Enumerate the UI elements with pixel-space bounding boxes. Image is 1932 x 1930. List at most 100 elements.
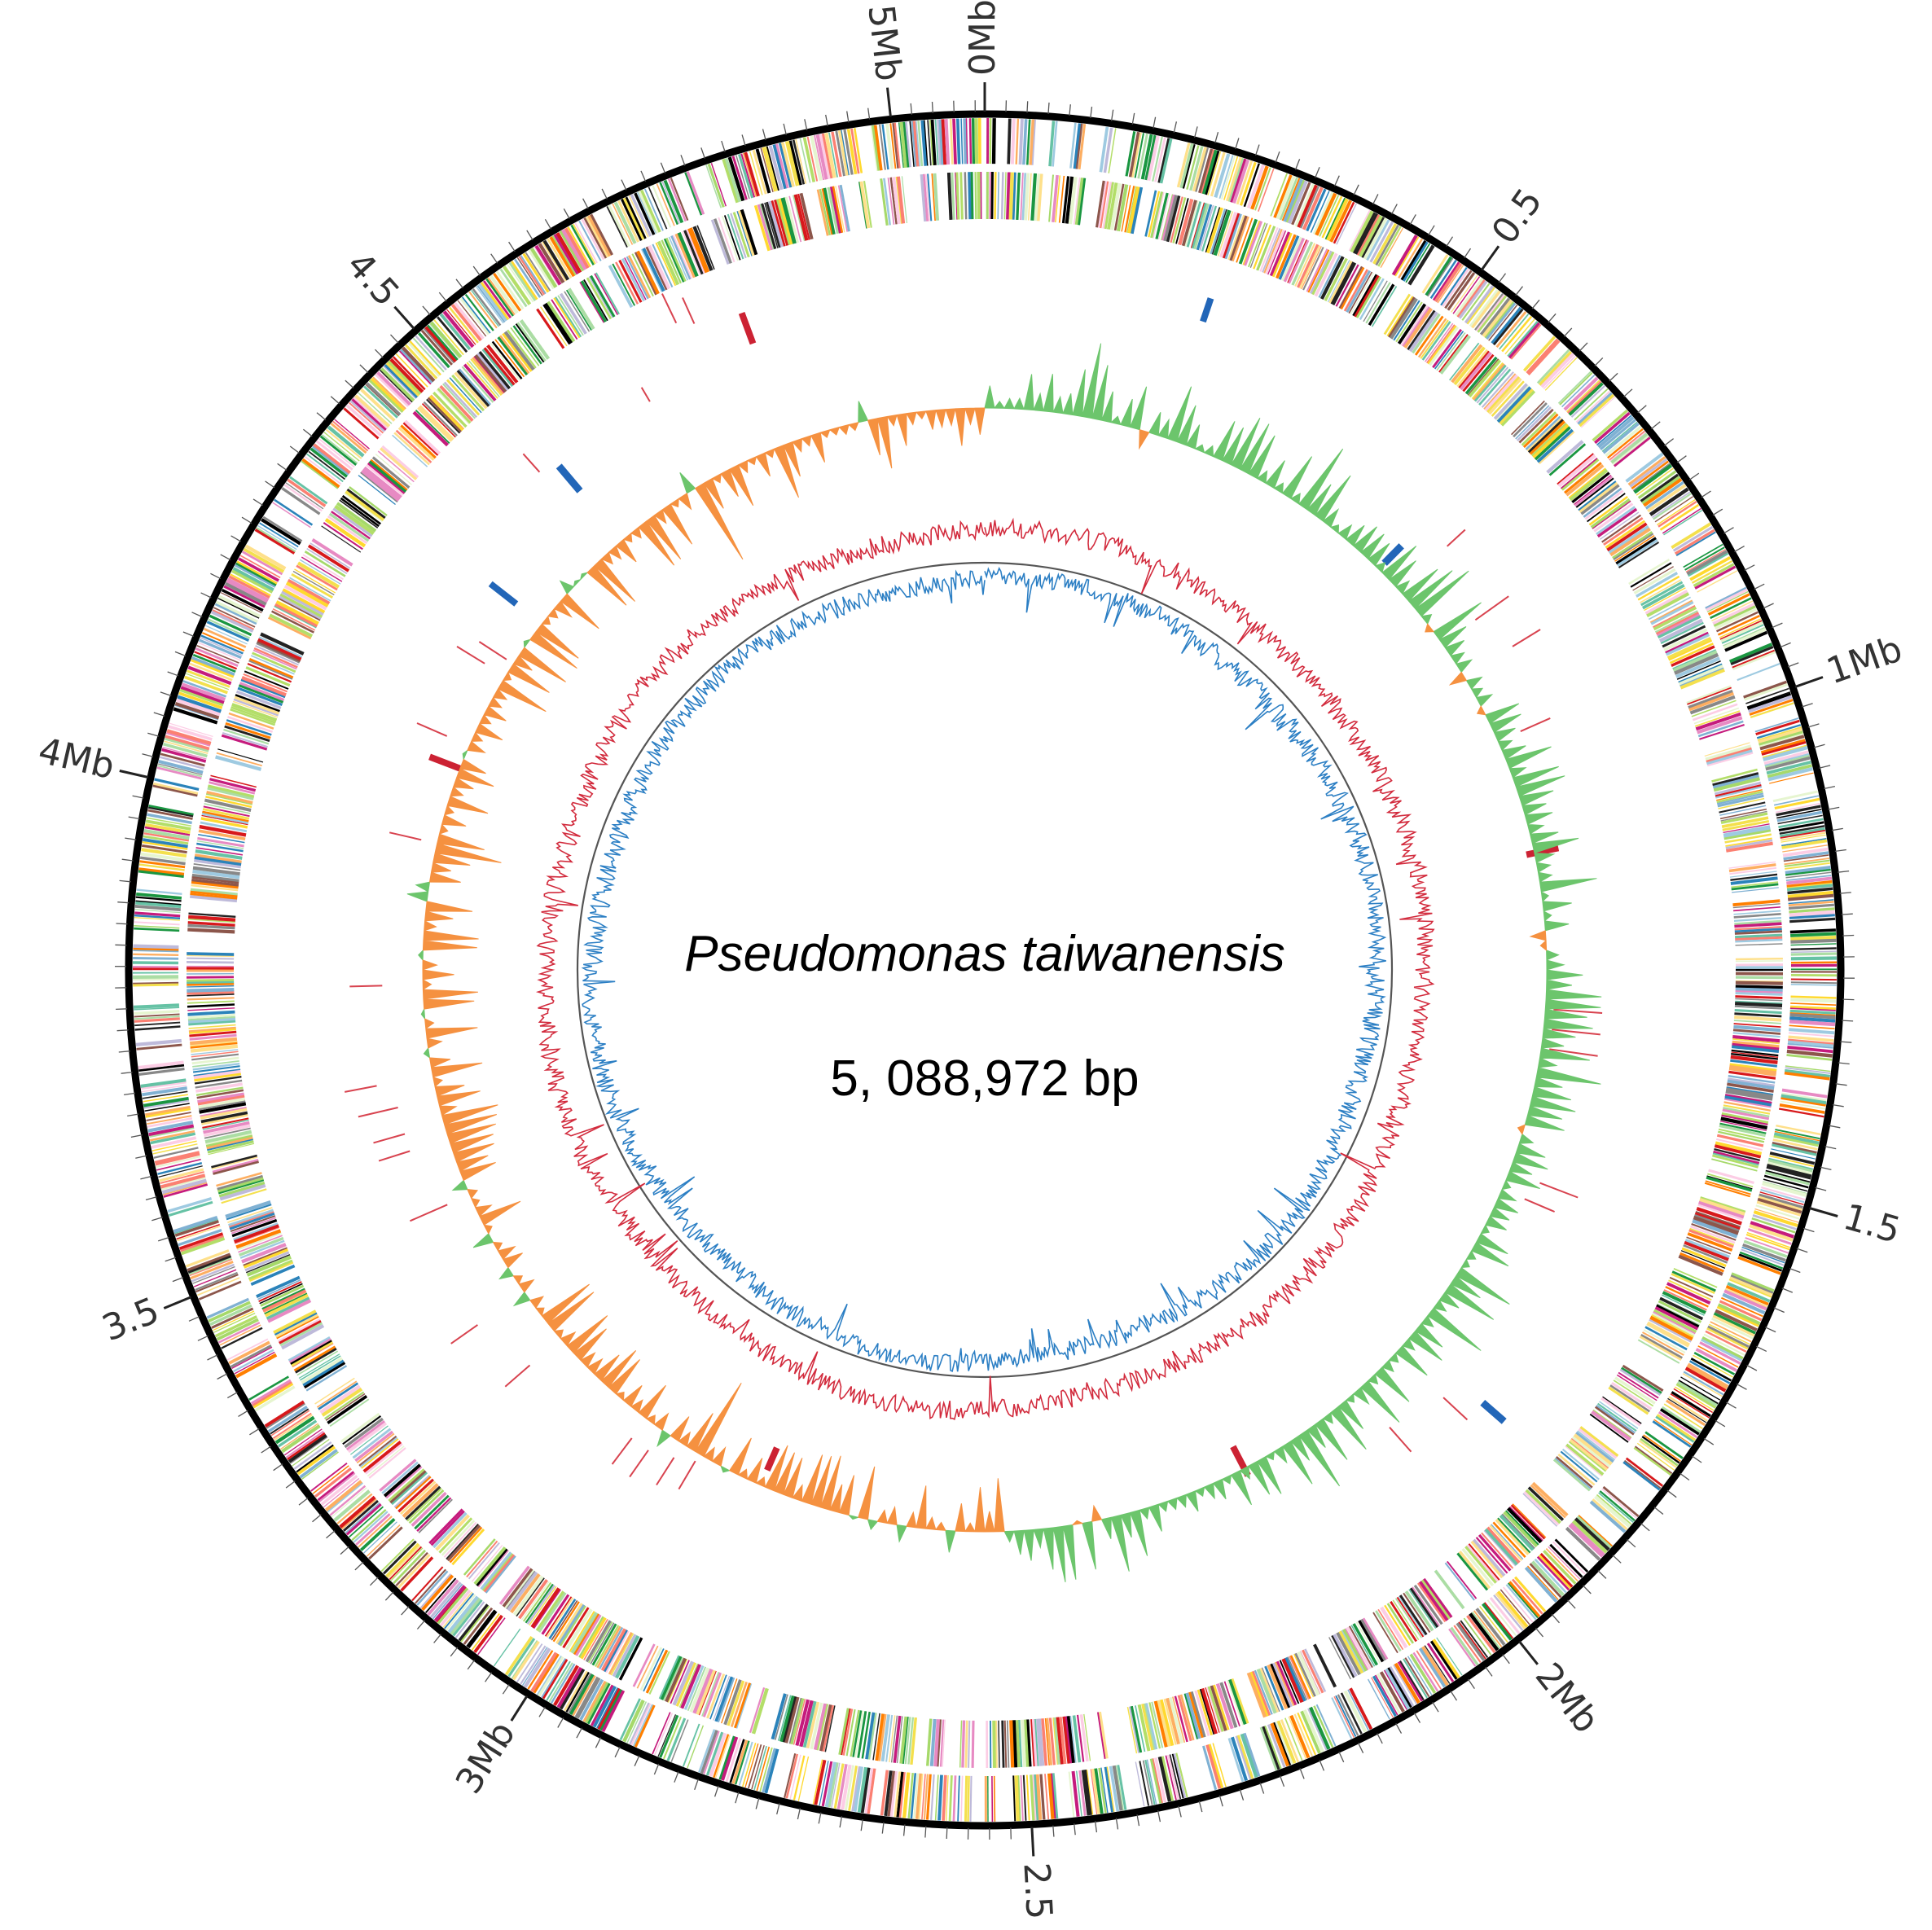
cds-gene — [1723, 1104, 1771, 1115]
minor-tick — [369, 1577, 379, 1586]
cds-gene — [730, 1681, 748, 1727]
cds-gene — [272, 608, 316, 631]
cds-gene — [994, 172, 997, 220]
cds-gene — [471, 289, 499, 327]
cds-gene — [188, 1020, 236, 1026]
cds-gene — [287, 578, 331, 605]
cds-gene — [1597, 416, 1635, 449]
cds-gene — [1025, 1719, 1032, 1767]
cds-gene — [1354, 274, 1381, 318]
cds-gene — [565, 1671, 590, 1713]
cds-gene — [992, 1720, 996, 1768]
cds-gene — [894, 122, 901, 169]
cds-gene — [1194, 1690, 1210, 1737]
cds-gene — [1691, 700, 1737, 717]
rna-feature — [349, 985, 383, 988]
cds-gene — [145, 1108, 191, 1118]
cds-gene — [363, 466, 402, 498]
cds-gene — [877, 1713, 887, 1761]
cds-gene — [206, 621, 250, 643]
cds-gene — [468, 291, 498, 329]
cds-gene — [1718, 797, 1765, 809]
scale-label: 3Mb — [448, 1714, 524, 1801]
cds-gene — [138, 869, 184, 878]
cds-gene — [1202, 1745, 1218, 1791]
cds-gene — [1706, 749, 1753, 766]
cds-gene — [1052, 174, 1059, 222]
cds-gene — [400, 1480, 437, 1515]
cds-gene — [1464, 285, 1495, 324]
cds-gene — [359, 1518, 396, 1551]
cds-gene — [1212, 1743, 1227, 1787]
cds-gene — [274, 605, 317, 629]
scale-label: 0Mb — [962, 0, 1003, 76]
cds-gene — [481, 348, 514, 388]
cds-gene — [661, 181, 681, 224]
cds-gene — [233, 1224, 279, 1244]
cds-gene — [1749, 699, 1794, 716]
cds-gene — [1723, 1289, 1767, 1311]
cds-gene — [854, 1710, 864, 1758]
cds-gene — [1163, 195, 1179, 242]
cds-gene — [345, 1419, 385, 1451]
cds-gene — [427, 1579, 459, 1616]
cds-gene — [1512, 1503, 1547, 1538]
cds-gene — [1031, 1774, 1037, 1821]
cds-gene — [1015, 118, 1020, 164]
cds-gene — [339, 1495, 376, 1529]
cds-gene — [450, 304, 482, 342]
cds-gene — [1205, 1687, 1220, 1733]
cds-gene — [317, 1471, 355, 1502]
major-tick — [1030, 1827, 1035, 1857]
minor-tick — [1813, 743, 1825, 748]
cds-gene — [1710, 1317, 1754, 1340]
cds-gene — [1179, 1694, 1195, 1741]
cds-gene — [1653, 493, 1692, 520]
cds-gene — [498, 1565, 530, 1605]
cds-gene — [1333, 201, 1355, 244]
cds-gene — [252, 1382, 294, 1409]
cds-gene — [1398, 1595, 1425, 1637]
minor-tick — [153, 712, 165, 717]
minor-tick — [1157, 1810, 1161, 1823]
cds-gene — [1735, 938, 1783, 943]
cds-gene — [1724, 1094, 1772, 1105]
cds-gene — [821, 133, 833, 179]
cds-gene — [528, 249, 555, 290]
cds-gene — [1767, 767, 1813, 782]
cds-gene — [1083, 1713, 1091, 1761]
cds-gene — [1311, 251, 1335, 296]
cds-gene — [1654, 1306, 1699, 1331]
cds-gene — [569, 1673, 595, 1716]
cds-gene — [187, 982, 235, 986]
cds-gene — [416, 1497, 452, 1532]
cds-gene — [1363, 280, 1388, 322]
minor-tick — [1579, 342, 1588, 352]
cds-gene — [1121, 185, 1131, 232]
cds-gene — [1641, 584, 1685, 610]
cds-gene — [1706, 752, 1754, 767]
cds-gene — [1708, 1169, 1754, 1185]
cds-gene — [195, 1271, 238, 1292]
cds-gene — [1280, 1719, 1300, 1763]
cds-gene — [1774, 1130, 1820, 1142]
cds-gene — [846, 129, 858, 175]
cds-gene — [134, 911, 181, 918]
cds-gene — [624, 257, 647, 300]
cds-gene — [135, 901, 182, 909]
cds-gene — [1207, 1686, 1224, 1732]
cds-gene — [1313, 1705, 1334, 1748]
cds-gene — [555, 296, 582, 338]
cds-gene — [1704, 1182, 1750, 1198]
cds-gene — [380, 1538, 415, 1573]
cds-gene — [325, 1393, 366, 1421]
cds-gene — [1365, 282, 1391, 324]
rna-feature — [1526, 844, 1560, 858]
cds-gene — [1469, 1612, 1499, 1651]
cds-gene — [444, 1592, 475, 1630]
cds-gene — [1735, 958, 1783, 961]
cds-gene — [946, 172, 953, 220]
cds-gene — [1689, 695, 1736, 715]
gc-skew-positive — [406, 343, 1602, 1583]
cds-gene — [1388, 296, 1416, 338]
